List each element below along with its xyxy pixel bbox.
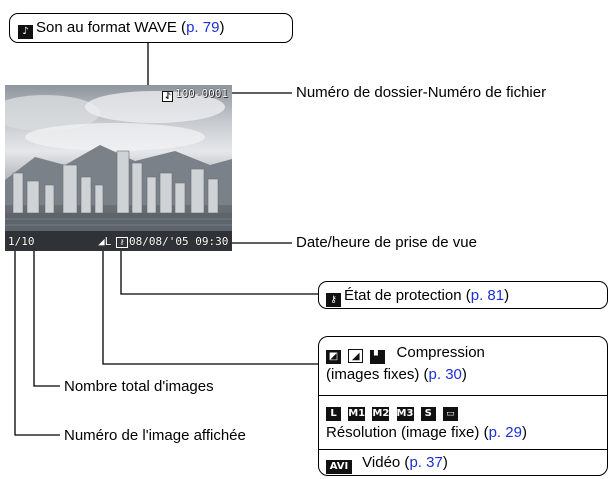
protect-osd-icon: ⚷ — [116, 235, 128, 248]
compression-osd-icon: ◢ — [98, 235, 105, 248]
movie-page-link[interactable]: p. 37 — [409, 454, 443, 471]
m2-icon: M2 — [372, 407, 390, 421]
folder-file-number-label: Numéro de dossier-Numéro de fichier — [296, 84, 547, 101]
protection-label: État de protection ( — [344, 287, 471, 304]
resolution-section: L M1 M2 M3 S ▭ Résolution (image fixe) (… — [326, 401, 601, 441]
compression-label: Compression — [396, 344, 485, 361]
avi-movie-icon: AVI — [326, 460, 352, 474]
fine-icon: ◢ — [348, 349, 364, 363]
normal-icon: ▘ — [370, 350, 386, 364]
movie-section: AVI Vidéo (p. 37) — [326, 454, 601, 474]
recording-mode-callout: ◩ ◢ ▘ Compression (images fixes) (p. 30)… — [318, 336, 608, 476]
small-icon: S — [420, 407, 436, 421]
total-images-label: Nombre total d'images — [64, 378, 214, 395]
wave-sound-label: Son au format WAVE ( — [36, 19, 187, 36]
protection-page-link[interactable]: p. 81 — [470, 287, 505, 304]
image-counter-osd: 1/10 — [8, 235, 35, 248]
resolution-icons: L M1 M2 M3 S ▭ — [326, 401, 601, 421]
wave-sound-osd-icon: ♪ — [162, 91, 174, 102]
m3-icon: M3 — [396, 407, 414, 421]
city-skyline-image — [5, 91, 232, 251]
compression-sublabel: (images fixes) ( — [326, 366, 429, 383]
compression-section: ◩ ◢ ▘ Compression (images fixes) (p. 30) — [326, 344, 485, 383]
displayed-image-number-label: Numéro de l'image affichée — [64, 427, 246, 444]
movie-label: Vidéo ( — [362, 454, 410, 471]
wave-sound-page-link[interactable]: p. 79 — [186, 19, 220, 36]
compression-resolution-osd: ◢L — [98, 236, 111, 248]
total-images-connector — [33, 251, 60, 387]
camera-screen: ♪100-0001 1/10 ◢L ⚷ 08/08/'05 09:30 — [5, 85, 232, 251]
date-time-label: Date/heure de prise de vue — [296, 234, 477, 251]
divider-2 — [319, 449, 607, 450]
wave-sound-icon: ♪ — [18, 25, 33, 39]
superfine-icon: ◩ — [326, 350, 341, 364]
m1-icon: M1 — [348, 407, 366, 421]
resolution-page-link[interactable]: p. 29 — [488, 424, 522, 441]
postcard-icon: ▭ — [442, 407, 458, 421]
compression-page-link[interactable]: p. 30 — [428, 366, 462, 383]
datetime-osd: 08/08/'05 09:30 — [129, 235, 229, 248]
file-number-osd: ♪100-0001 — [162, 88, 228, 102]
resolution-label: Résolution (image fixe) ( — [326, 424, 489, 441]
resolution-osd: L — [104, 235, 112, 248]
large-icon: L — [326, 407, 341, 421]
divider-1 — [319, 395, 607, 396]
protection-connector — [120, 251, 318, 295]
protection-callout: ⚷État de protection (p. 81) — [318, 281, 608, 309]
wave-sound-callout: ♪Son au format WAVE (p. 79) — [9, 13, 293, 43]
displayed-number-connector — [14, 251, 60, 436]
protect-key-icon: ⚷ — [326, 293, 341, 307]
compression-connector — [102, 251, 318, 365]
